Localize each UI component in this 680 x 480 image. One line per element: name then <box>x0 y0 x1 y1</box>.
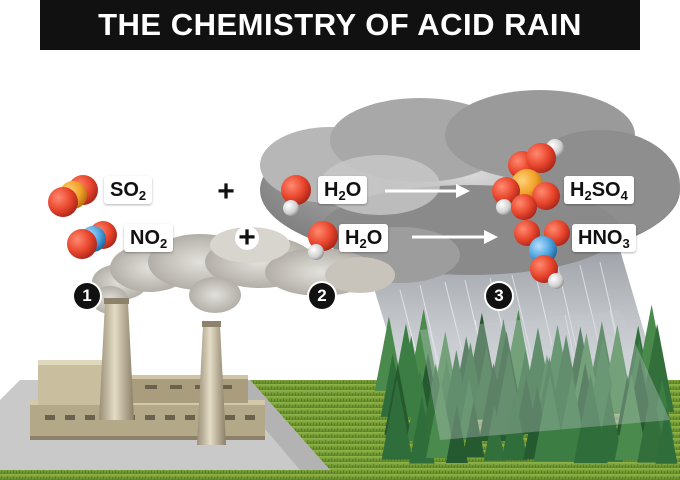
tree <box>445 405 468 464</box>
sulfuric-acid-molecule-icon <box>492 139 564 220</box>
h2o-label: H2O <box>339 224 389 252</box>
tree <box>462 400 485 458</box>
tree <box>573 374 608 464</box>
tree <box>533 374 567 462</box>
no2-label: NO2 <box>124 224 174 252</box>
nitric-acid-molecule-icon <box>514 220 570 289</box>
tree <box>426 380 456 459</box>
power-plant-icon <box>30 298 265 445</box>
h2so4-label: H2SO4 <box>564 176 634 204</box>
tree <box>595 389 624 462</box>
rain-mist <box>420 310 670 440</box>
step-marker-1: 1 <box>74 283 100 309</box>
diagram-title: THE CHEMISTRY OF ACID RAIN <box>98 7 582 42</box>
tree <box>655 406 678 464</box>
forest-icon <box>374 304 678 464</box>
tree <box>640 323 674 413</box>
water-molecule-icon <box>281 175 338 260</box>
tree <box>588 337 618 413</box>
tree <box>501 392 528 461</box>
tree <box>381 378 413 460</box>
so2-label: SO2 <box>104 176 153 204</box>
arrow-icon <box>385 184 498 244</box>
title-bar: THE CHEMISTRY OF ACID RAIN <box>40 0 640 50</box>
hno3-label: HNO3 <box>572 224 636 252</box>
so2-molecule-icon <box>48 175 98 217</box>
step-marker-2: 2 <box>309 283 335 309</box>
plus-sign: + <box>235 223 259 253</box>
step-marker-3: 3 <box>486 283 512 309</box>
tree <box>483 404 506 461</box>
tree <box>637 385 667 463</box>
no2-molecule-icon <box>67 221 117 259</box>
h2o-label: H2O <box>318 176 368 204</box>
tree <box>614 373 648 461</box>
plus-sign: + <box>214 177 238 207</box>
